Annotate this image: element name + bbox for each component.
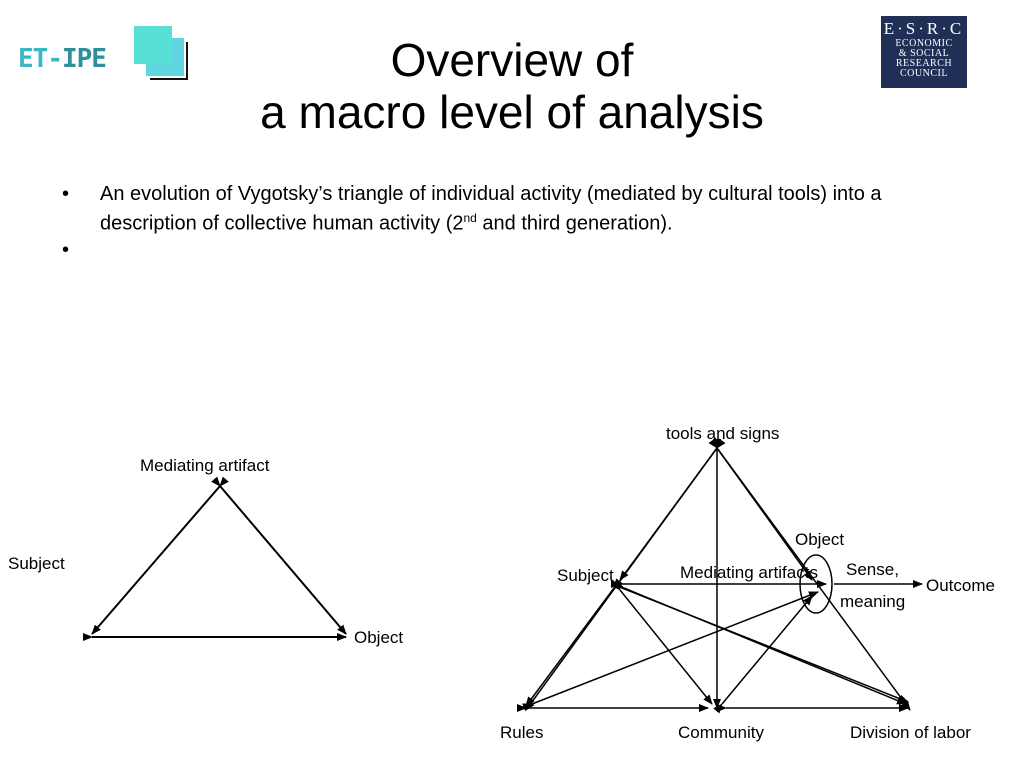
logo-squares-icon: [134, 26, 194, 82]
label-outcome: Outcome: [926, 576, 995, 595]
esrc-logo-line: RESEARCH: [895, 58, 953, 69]
label-object-right: Object: [795, 530, 844, 549]
title-line-2: a macro level of analysis: [260, 86, 764, 138]
esrc-logo-line: COUNCIL: [900, 68, 948, 79]
label-division-of-labor: Division of labor: [850, 723, 971, 742]
esrc-logo-top: E·S·R·C: [883, 19, 965, 38]
bullet-item: • An evolution of Vygotsky’s triangle of…: [62, 182, 982, 236]
et-ipe-logo-text: ET-IPE: [18, 44, 107, 74]
title-line-1: Overview of: [390, 34, 634, 86]
vygotsky-triangle: [83, 476, 347, 641]
edge-artifact-object: [211, 476, 347, 635]
bullet-list: • An evolution of Vygotsky’s triangle of…: [62, 182, 982, 262]
label-tools-and-signs: tools and signs: [666, 424, 779, 443]
esrc-logo-line: ECONOMIC: [895, 38, 953, 49]
bullet-marker: •: [62, 238, 70, 261]
label-community: Community: [678, 723, 764, 742]
bullet-item-empty: •: [62, 238, 982, 262]
bullet-marker: •: [62, 183, 70, 205]
label-mediating-artifacts: Mediating artifacts: [680, 563, 818, 582]
label-mediating-artifact: Mediating artifact: [140, 456, 270, 475]
esrc-logo: E·S·R·C ECONOMIC & SOCIAL RESEARCH COUNC…: [881, 16, 967, 88]
label-subject: Subject: [8, 554, 65, 573]
label-object: Object: [354, 628, 403, 647]
edge-artifact-subject: [91, 476, 229, 635]
slide-title: Overview of a macro level of analysis: [150, 34, 874, 138]
label-sense: Sense,: [846, 560, 899, 579]
esrc-logo-line: & SOCIAL: [898, 48, 950, 59]
label-subject-right: Subject: [557, 566, 614, 585]
activity-system-diagram: [517, 438, 923, 714]
bullet-text: An evolution of Vygotsky’s triangle of i…: [100, 183, 882, 235]
et-ipe-logo: ET-IPE: [18, 24, 198, 84]
label-rules: Rules: [500, 723, 543, 742]
label-meaning: meaning: [840, 592, 905, 611]
